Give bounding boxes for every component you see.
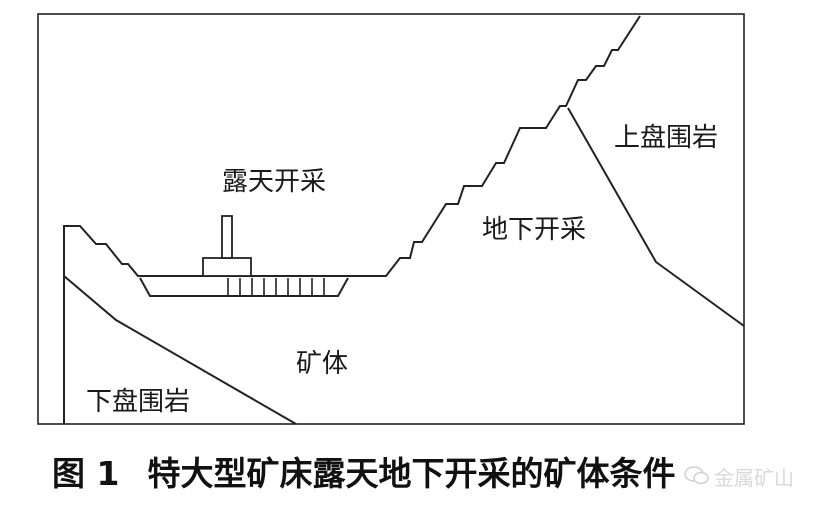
hanging-wall-contact bbox=[567, 107, 745, 327]
label-hanging-wall: 上盘围岩 bbox=[614, 123, 718, 153]
pit-bottom bbox=[139, 277, 349, 297]
label-ore-body: 矿体 bbox=[296, 349, 348, 379]
headframe-tower bbox=[221, 215, 233, 259]
stope-hatching bbox=[227, 278, 325, 296]
label-footwall: 下盘围岩 bbox=[86, 387, 190, 417]
wechat-icon bbox=[684, 466, 709, 485]
footwall-contact bbox=[63, 275, 297, 425]
mining-diagram: 露天开采 地下开采 上盘围岩 矿体 下盘围岩 bbox=[37, 13, 745, 425]
watermark: 金属矿山 bbox=[684, 458, 794, 494]
label-open-pit: 露天开采 bbox=[222, 167, 326, 197]
terrain-profile bbox=[63, 15, 641, 424]
watermark-text: 金属矿山 bbox=[714, 465, 794, 490]
label-underground: 地下开采 bbox=[482, 215, 586, 245]
figure-caption: 图 1 特大型矿床露天地下开采的矿体条件 bbox=[52, 452, 675, 496]
figure-number: 图 1 bbox=[52, 454, 120, 493]
caption-text: 特大型矿床露天地下开采的矿体条件 bbox=[147, 454, 676, 493]
headframe-base bbox=[202, 257, 252, 277]
diagram-frame bbox=[37, 13, 745, 425]
